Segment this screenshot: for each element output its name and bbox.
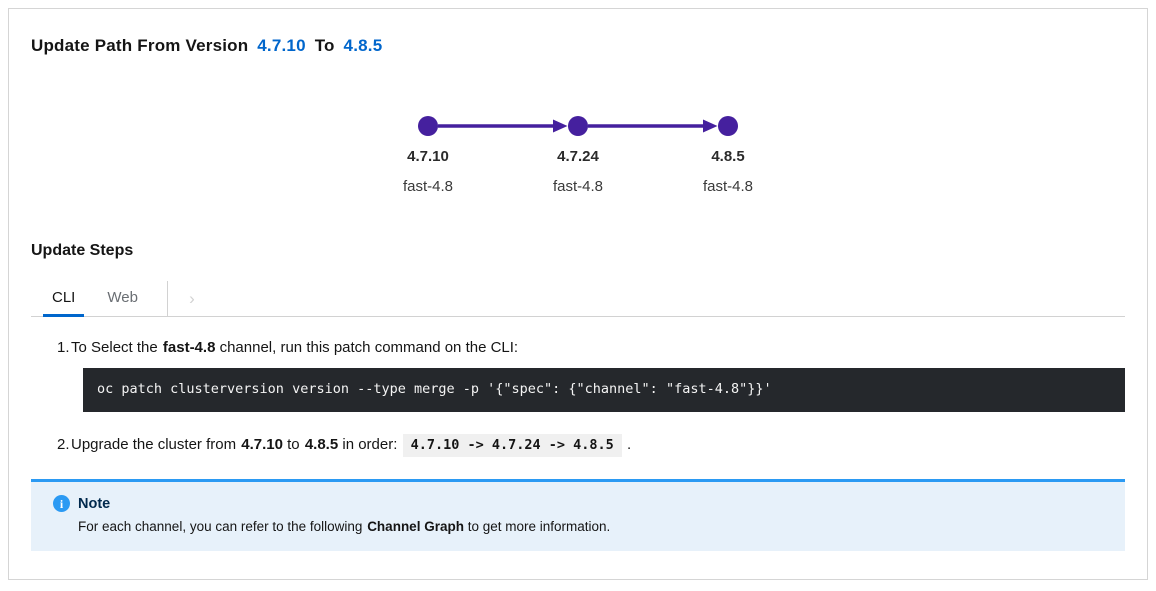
arrowhead-icon (703, 119, 718, 133)
step-text: to (287, 436, 300, 454)
title-to-word: To (314, 36, 335, 55)
note-header: i Note (53, 495, 1109, 513)
note-body: For each channel, you can refer to the f… (78, 519, 1109, 534)
step-number: 2. (57, 436, 70, 454)
tab-web[interactable]: Web (98, 281, 147, 317)
node-channel: fast-4.8 (402, 178, 454, 195)
step-item-1: 1. To Select the fast-4.8 channel, run t… (31, 338, 1125, 358)
node-channel-labels: fast-4.8 fast-4.8 fast-4.8 (353, 178, 803, 195)
note-title: Note (78, 495, 111, 512)
version-node (418, 116, 438, 136)
step-text: channel, run this patch command on the C… (219, 339, 519, 356)
version-node (568, 116, 588, 136)
node-version: 4.8.5 (711, 148, 745, 165)
version-node (718, 116, 738, 136)
graph-canvas (418, 116, 738, 136)
step-text-bold: fast-4.8 (162, 339, 216, 356)
note-text-bold: Channel Graph (367, 519, 464, 535)
note-alert: i Note For each channel, you can refer t… (31, 479, 1125, 552)
step-text: in order: (342, 436, 398, 454)
title-prefix: Update Path From Version (31, 36, 249, 55)
arrowhead-icon (553, 119, 568, 133)
tab-cli[interactable]: CLI (43, 281, 85, 317)
update-path-card: Update Path From Version 4.7.10 To 4.8.5… (8, 8, 1148, 580)
node-channel: fast-4.8 (702, 178, 754, 195)
patch-command-codeblock: oc patch clusterversion version --type m… (83, 368, 1125, 413)
title-from-version: 4.7.10 (257, 36, 306, 55)
note-text: to get more information. (467, 519, 611, 535)
chevron-right-icon[interactable]: › (168, 281, 216, 316)
step-text: Upgrade the cluster from (71, 436, 237, 454)
title-to-version: 4.8.5 (343, 36, 383, 55)
note-text: For each channel, you can refer to the f… (78, 519, 363, 535)
step-text: . (626, 436, 632, 454)
upgrade-order-inline-code: 4.7.10 -> 4.7.24 -> 4.8.5 (402, 434, 622, 458)
node-version: 4.7.24 (557, 148, 599, 165)
step-text-bold: 4.7.10 (241, 436, 283, 454)
step-number: 1. (57, 339, 70, 356)
step-text: To Select the (71, 339, 158, 356)
node-version: 4.7.10 (407, 148, 449, 165)
page-title: Update Path From Version 4.7.10 To 4.8.5 (31, 36, 1125, 56)
step-item-2: 2. Upgrade the cluster from 4.7.10 to 4.… (31, 434, 1125, 458)
update-steps-heading: Update Steps (31, 242, 134, 259)
step-text-bold: 4.8.5 (304, 436, 339, 454)
node-version-labels: 4.7.10 4.7.24 4.8.5 (353, 148, 803, 165)
update-path-graph: 4.7.10 4.7.24 4.8.5 fast-4.8 fast-4.8 fa… (353, 113, 803, 195)
node-channel: fast-4.8 (552, 178, 604, 195)
info-icon: i (53, 495, 70, 513)
steps-tabbar: CLI Web › (31, 281, 1125, 317)
tab-divider (166, 281, 168, 316)
